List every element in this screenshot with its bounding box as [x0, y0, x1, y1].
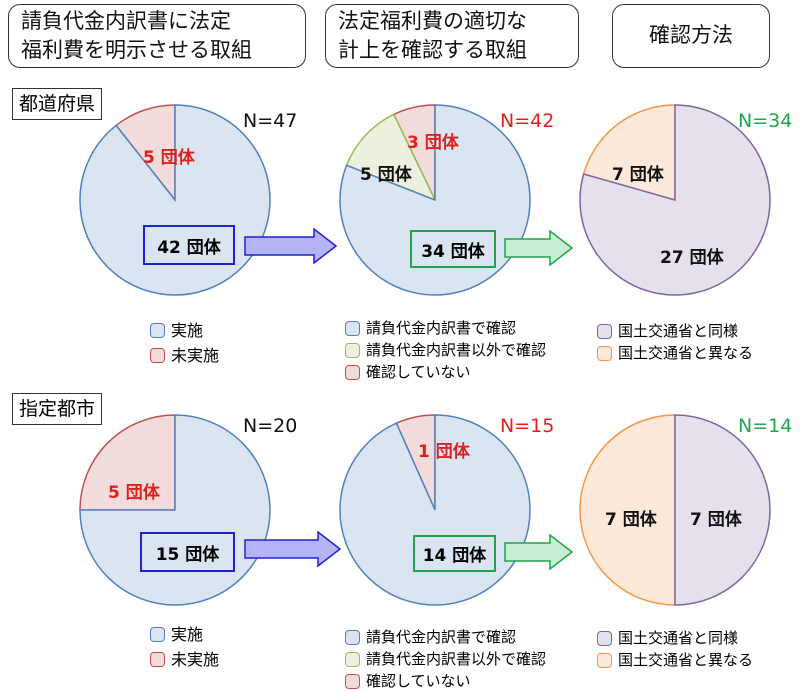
legend-item: 請負代金内訳書で確認 — [345, 317, 546, 339]
legend-label: 実施 — [171, 321, 204, 340]
arrow-icon — [244, 227, 338, 265]
n-label: N=20 — [243, 415, 298, 437]
legend-swatch — [597, 630, 612, 646]
legend-method: 国土交通省と同様 国土交通省と異なる — [597, 627, 753, 671]
n-label: N=42 — [500, 110, 555, 132]
header-method: 確認方法 — [612, 4, 770, 68]
legend-item: 請負代金内訳書以外で確認 — [345, 648, 546, 670]
slice-label: 7 団体 — [605, 510, 657, 530]
slice-label: 1 団体 — [418, 442, 470, 462]
legend-item: 実施 — [150, 318, 219, 343]
slice-label: 5 団体 — [143, 148, 195, 168]
legend-item: 国土交通省と異なる — [597, 649, 753, 671]
pie-slice — [345, 113, 437, 202]
n-label: N=14 — [738, 415, 793, 437]
legend-label: 未実施 — [171, 650, 220, 669]
legend-swatch — [597, 323, 612, 339]
arrow-icon — [244, 530, 342, 568]
legend-label: 実施 — [171, 625, 204, 644]
n-label: N=15 — [500, 415, 555, 437]
arrow-icon — [504, 229, 574, 267]
slice-label: 5 団体 — [360, 165, 412, 185]
legend-method: 国土交通省と同様 国土交通省と異なる — [597, 320, 753, 364]
legend-label: 国土交通省と異なる — [618, 651, 754, 669]
legend-swatch — [597, 345, 612, 361]
legend-implementation: 実施 未実施 — [150, 622, 219, 672]
pie-slice — [79, 414, 176, 511]
slice-label: 27 団体 — [660, 248, 724, 268]
legend-item: 国土交通省と異なる — [597, 342, 753, 364]
legend-item: 未実施 — [150, 343, 219, 368]
pie-slice — [579, 104, 771, 296]
arrow-icon — [504, 533, 574, 571]
legend-label: 請負代金内訳書以外で確認 — [366, 341, 547, 359]
legend-label: 未実施 — [171, 346, 220, 365]
pie-slice — [674, 414, 771, 606]
legend-item: 未実施 — [150, 647, 219, 672]
legend-swatch — [345, 342, 360, 358]
legend-item: 請負代金内訳書で確認 — [345, 626, 546, 648]
legend-swatch — [150, 323, 165, 338]
legend-label: 請負代金内訳書で確認 — [366, 319, 517, 337]
legend-swatch — [345, 673, 360, 689]
pie-slice — [79, 104, 271, 296]
value-box: 42 団体 — [143, 225, 235, 265]
legend-swatch — [150, 348, 165, 363]
legend-swatch — [150, 627, 165, 642]
section-prefectures: 都道府県 — [12, 88, 103, 120]
legend-item: 実施 — [150, 622, 219, 647]
slice-label: 5 団体 — [108, 483, 160, 503]
n-label: N=34 — [738, 110, 793, 132]
header-confirm: 法定福利費の適切な 計上を確認する取組 — [325, 4, 579, 68]
legend-implementation: 実施 未実施 — [150, 318, 219, 368]
legend-item: 請負代金内訳書以外で確認 — [345, 339, 546, 361]
value-box: 34 団体 — [410, 230, 496, 268]
legend-swatch — [345, 651, 360, 667]
legend-swatch — [345, 364, 360, 380]
legend-label: 請負代金内訳書以外で確認 — [366, 650, 547, 668]
legend-item: 国土交通省と同様 — [597, 627, 753, 649]
header-explicit: 請負代金内訳書に法定 福利費を明示させる取組 — [8, 4, 306, 68]
slice-label: 7 団体 — [690, 510, 742, 530]
legend-item: 確認していない — [345, 361, 546, 383]
legend-label: 国土交通省と同様 — [618, 322, 739, 340]
pie-slice — [582, 104, 676, 201]
legend-label: 確認していない — [366, 672, 471, 690]
legend-swatch — [150, 652, 165, 667]
legend-item: 確認していない — [345, 670, 546, 691]
legend-label: 国土交通省と同様 — [618, 629, 739, 647]
legend-swatch — [345, 320, 360, 336]
legend-confirmation: 請負代金内訳書で確認 請負代金内訳書以外で確認 確認していない — [345, 317, 546, 383]
legend-item: 国土交通省と同様 — [597, 320, 753, 342]
value-box: 15 団体 — [140, 532, 235, 572]
value-box: 14 団体 — [413, 535, 496, 572]
pie-slice — [579, 414, 676, 606]
legend-label: 請負代金内訳書で確認 — [366, 628, 517, 646]
section-cities: 指定都市 — [12, 393, 103, 425]
slice-label: 3 団体 — [407, 133, 459, 153]
slice-label: 7 団体 — [612, 165, 664, 185]
legend-label: 確認していない — [366, 363, 471, 381]
legend-swatch — [597, 652, 612, 668]
n-label: N=47 — [243, 110, 298, 132]
legend-swatch — [345, 629, 360, 645]
legend-label: 国土交通省と異なる — [618, 344, 754, 362]
legend-confirmation: 請負代金内訳書で確認 請負代金内訳書以外で確認 確認していない — [345, 626, 546, 691]
